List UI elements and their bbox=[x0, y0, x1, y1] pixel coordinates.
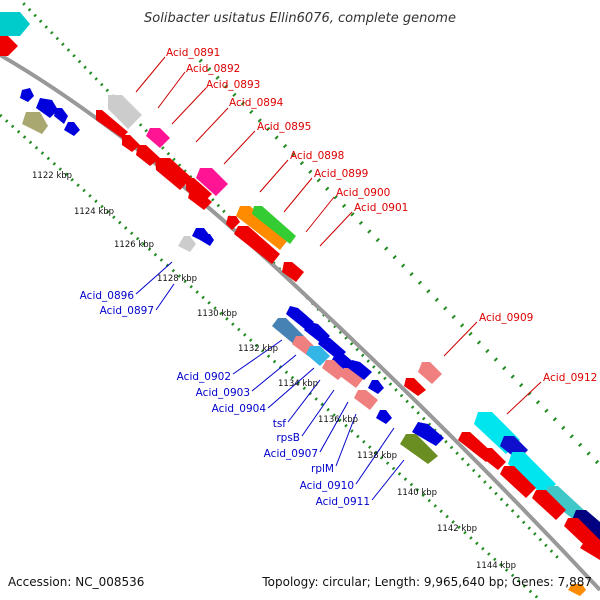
gene-feature bbox=[480, 448, 506, 470]
kbp-label: 1136 kbp bbox=[318, 415, 358, 425]
gene-feature bbox=[20, 88, 34, 102]
gene-label[interactable]: Acid_0910 bbox=[300, 480, 354, 492]
gene-feature bbox=[544, 486, 584, 520]
reverse-gene-labels: Acid_0896 Acid_0897 Acid_0902 Acid_0903 … bbox=[80, 290, 370, 508]
gene-label[interactable]: Acid_0912 bbox=[543, 372, 597, 384]
gene-label[interactable]: Acid_0901 bbox=[354, 202, 408, 214]
gene-label[interactable]: tsf bbox=[273, 418, 287, 430]
gene-feature bbox=[22, 112, 48, 134]
gene-rplM bbox=[322, 360, 346, 380]
kbp-label: 1144 kbp bbox=[476, 561, 516, 571]
gene-label[interactable]: rplM bbox=[311, 463, 334, 475]
kbp-label: 1124 kbp bbox=[74, 207, 114, 217]
gene-feature-cyan bbox=[0, 12, 30, 36]
gene-label[interactable]: Acid_0900 bbox=[336, 187, 390, 199]
gene-feature bbox=[200, 234, 214, 246]
gene-acid-0895 bbox=[196, 168, 228, 196]
gene-acid-0891 bbox=[108, 95, 142, 129]
kbp-label: 1132 kbp bbox=[238, 344, 278, 354]
gene-label[interactable]: Acid_0897 bbox=[100, 305, 154, 317]
gene-feature bbox=[500, 466, 536, 498]
gene-rpsB bbox=[306, 346, 330, 366]
kbp-label: 1126 kbp bbox=[114, 240, 154, 250]
gene-feature bbox=[136, 145, 160, 166]
kbp-label: 1140 kbp bbox=[397, 488, 437, 498]
kbp-labels: 1122 kbp 1124 kbp 1126 kbp 1128 kbp 1130… bbox=[32, 171, 516, 571]
gene-feature bbox=[0, 36, 18, 56]
reverse-label-leaders bbox=[135, 261, 405, 501]
gene-feature bbox=[400, 434, 438, 464]
gene-acid-0896 bbox=[178, 236, 196, 252]
gene-label[interactable]: Acid_0896 bbox=[80, 290, 135, 302]
gene-feature bbox=[580, 542, 600, 560]
gene-feature bbox=[96, 110, 128, 138]
gene-acid-0909 bbox=[418, 362, 442, 384]
gene-label[interactable]: Acid_0892 bbox=[186, 63, 240, 75]
gene-feature bbox=[348, 360, 372, 380]
gene-feature bbox=[376, 410, 392, 424]
tick-track-inner bbox=[0, 113, 542, 600]
accession-text: Accession: NC_008536 bbox=[8, 575, 144, 589]
gene-acid-0898 bbox=[236, 206, 288, 250]
gene-label[interactable]: Acid_0893 bbox=[206, 79, 260, 91]
gene-feature bbox=[64, 122, 80, 136]
forward-gene-labels: Acid_0891 Acid_0892 Acid_0893 Acid_0894 … bbox=[166, 47, 597, 384]
kbp-label: 1130 kbp bbox=[197, 309, 237, 319]
gene-acid-0911 bbox=[412, 422, 444, 446]
kbp-label: 1122 kbp bbox=[32, 171, 72, 181]
genome-backbone bbox=[0, 53, 600, 592]
tick-track-outer bbox=[17, 0, 562, 562]
reverse-strand-genes bbox=[20, 88, 586, 596]
gene-feature bbox=[54, 108, 68, 124]
gene-label[interactable]: rpsB bbox=[276, 432, 300, 444]
gene-acid-0900 bbox=[234, 226, 280, 264]
gene-label[interactable]: Acid_0904 bbox=[212, 403, 267, 415]
kbp-label: 1138 kbp bbox=[357, 451, 397, 461]
gene-feature bbox=[404, 378, 426, 396]
forward-label-leaders bbox=[135, 56, 542, 415]
gene-label[interactable]: Acid_0894 bbox=[229, 97, 284, 109]
gene-acid-0910 bbox=[368, 380, 384, 394]
gene-label[interactable]: Acid_0902 bbox=[177, 371, 231, 383]
gene-feature bbox=[122, 135, 140, 152]
gene-acid-0899 bbox=[252, 206, 296, 244]
genome-info-text: Topology: circular; Length: 9,965,640 bp… bbox=[261, 575, 592, 589]
gene-label[interactable]: Acid_0909 bbox=[479, 312, 533, 324]
gene-feature bbox=[354, 390, 378, 410]
gene-label[interactable]: Acid_0891 bbox=[166, 47, 220, 59]
kbp-label: 1134 kbp bbox=[278, 379, 318, 389]
gene-label[interactable]: Acid_0898 bbox=[290, 150, 344, 162]
forward-strand-genes bbox=[0, 12, 600, 560]
kbp-label: 1128 kbp bbox=[157, 274, 197, 284]
gene-feature bbox=[572, 510, 600, 540]
gene-label[interactable]: Acid_0895 bbox=[257, 121, 311, 133]
map-title: Solibacter usitatus Ellin6076, complete … bbox=[144, 11, 456, 26]
gene-feature bbox=[188, 190, 212, 210]
gene-acid-0901 bbox=[282, 262, 304, 282]
gene-label[interactable]: Acid_0911 bbox=[316, 496, 370, 508]
gene-acid-0903 bbox=[286, 306, 314, 330]
gene-acid-0893 bbox=[146, 128, 170, 148]
gene-label[interactable]: Acid_0903 bbox=[196, 387, 250, 399]
gene-label[interactable]: Acid_0907 bbox=[264, 448, 318, 460]
gene-feature bbox=[568, 584, 586, 596]
gene-feature bbox=[532, 490, 566, 520]
gene-label[interactable]: Acid_0899 bbox=[314, 168, 368, 180]
kbp-label: 1142 kbp bbox=[437, 524, 477, 534]
gene-feature bbox=[226, 216, 240, 230]
gene-feature-cyan bbox=[508, 452, 556, 496]
gene-feature bbox=[36, 98, 58, 118]
gene-acid-0894 bbox=[155, 158, 192, 190]
